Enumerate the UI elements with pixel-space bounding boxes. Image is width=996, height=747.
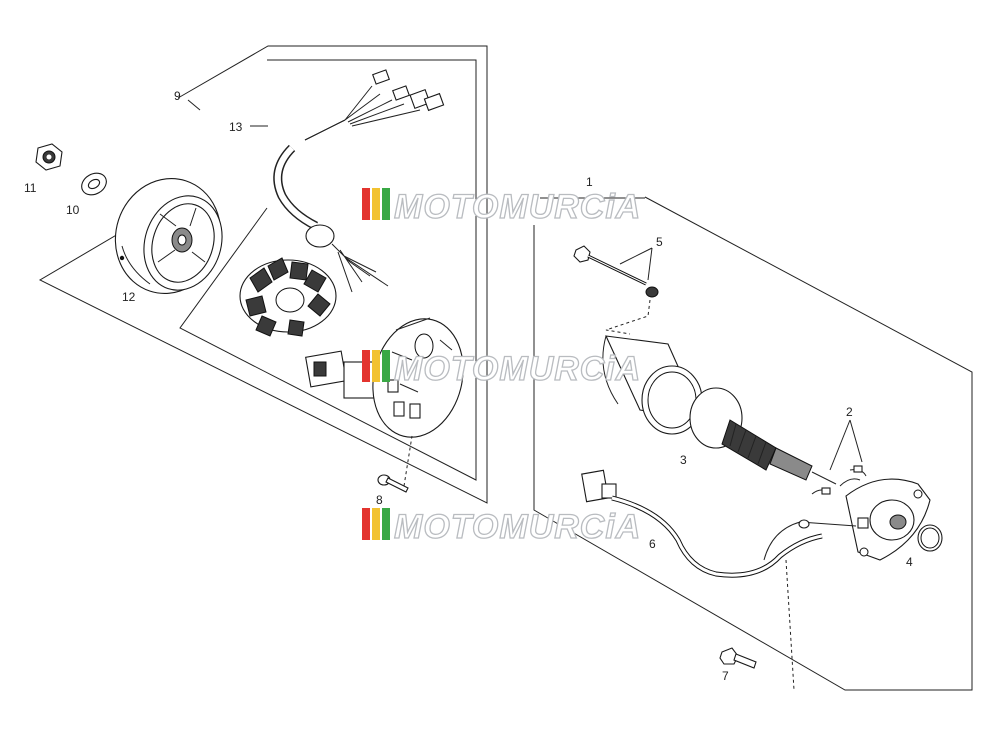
callout-11: 11 bbox=[24, 181, 37, 195]
group-9-frame bbox=[38, 45, 488, 504]
flywheel-part-12 bbox=[114, 177, 223, 295]
callout-8: 8 bbox=[376, 493, 383, 507]
callout-10: 10 bbox=[66, 203, 80, 217]
watermark-stripe bbox=[372, 188, 380, 220]
cable-part-6 bbox=[581, 469, 857, 691]
callout-9: 9 bbox=[174, 89, 181, 103]
wiring-harness-part-13 bbox=[273, 69, 445, 293]
watermark-stripe bbox=[362, 188, 370, 220]
bolt-part-5 bbox=[573, 245, 659, 335]
callout-1: 1 bbox=[586, 175, 593, 189]
watermark-stripe bbox=[382, 350, 390, 382]
bolt-part-7 bbox=[719, 647, 757, 669]
watermark-top: MOTOMURCiA bbox=[362, 187, 641, 227]
watermark-stripe bbox=[382, 188, 390, 220]
callout-5: 5 bbox=[656, 235, 663, 249]
callout-12: 12 bbox=[122, 290, 136, 304]
watermark-text: MOTOMURCiA bbox=[394, 350, 641, 388]
callout-6: 6 bbox=[649, 537, 656, 551]
watermark-text: MOTOMURCiA bbox=[394, 508, 641, 546]
washer-part-10 bbox=[81, 172, 107, 196]
leader-lines bbox=[187, 99, 863, 471]
stator-coil bbox=[239, 257, 337, 337]
nut-part-11 bbox=[35, 143, 63, 171]
callout-2: 2 bbox=[846, 405, 853, 419]
watermark-stripe bbox=[372, 508, 380, 540]
callout-3: 3 bbox=[680, 453, 687, 467]
screw-part-8 bbox=[377, 435, 413, 493]
stator-base-plate bbox=[372, 317, 464, 438]
watermark-stripe bbox=[372, 350, 380, 382]
armature bbox=[721, 419, 837, 485]
group-1-frame bbox=[533, 196, 973, 691]
callout-7: 7 bbox=[722, 669, 729, 683]
watermark-stripe bbox=[362, 508, 370, 540]
group-13-frame bbox=[179, 59, 477, 481]
watermark-bottom: MOTOMURCiA bbox=[362, 507, 641, 547]
watermark-stripe bbox=[362, 350, 370, 382]
watermark-stripe bbox=[382, 508, 390, 540]
callout-13: 13 bbox=[229, 120, 243, 134]
watermark-text: MOTOMURCiA bbox=[394, 188, 641, 226]
watermark-middle: MOTOMURCiA bbox=[362, 349, 641, 389]
brushes-part-2 bbox=[811, 465, 867, 495]
end-cap-part-4 bbox=[845, 478, 943, 561]
callout-4: 4 bbox=[906, 555, 913, 569]
